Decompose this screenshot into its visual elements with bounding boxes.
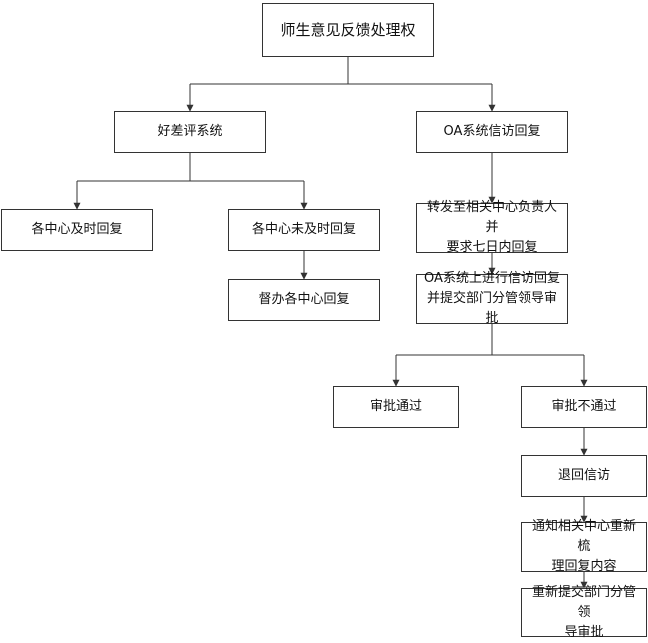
node-return-label: 退回信访 [557,468,610,483]
node-return: 退回信访 [521,455,647,497]
node-oa-label: OA系统信访回复 [443,124,541,139]
node-rejected: 审批不通过 [521,386,647,428]
node-supervise: 督办各中心回复 [228,279,380,321]
node-oa-reply-label: OA系统上进行信访回复 并提交部门分管领导审批 [424,271,560,326]
node-approved-label: 审批通过 [369,399,422,414]
node-forward-label: 转发至相关中心负责人并 要求七日内回复 [426,200,557,255]
node-resubmit: 重新提交部门分管领 导审批 [521,585,647,640]
node-untimely: 各中心未及时回复 [228,209,380,251]
node-resubmit-label: 重新提交部门分管领 导审批 [531,584,636,640]
node-approved: 审批通过 [333,386,459,428]
node-notify: 通知相关中心重新梳 理回复内容 [521,519,647,574]
node-rating: 好差评系统 [114,111,266,153]
node-rating-label: 好差评系统 [157,124,223,139]
node-oa: OA系统信访回复 [416,111,568,153]
node-rejected-label: 审批不通过 [551,399,617,414]
node-untimely-label: 各中心未及时回复 [251,222,356,237]
node-timely-label: 各中心及时回复 [31,222,123,237]
node-notify-label: 通知相关中心重新梳 理回复内容 [531,519,636,574]
node-root: 师生意见反馈处理权 [262,3,434,57]
node-supervise-label: 督办各中心回复 [258,292,350,307]
node-forward: 转发至相关中心负责人并 要求七日内回复 [416,200,568,255]
node-root-label: 师生意见反馈处理权 [280,21,416,39]
node-timely: 各中心及时回复 [1,209,153,251]
node-oa-reply: OA系统上进行信访回复 并提交部门分管领导审批 [416,271,568,326]
